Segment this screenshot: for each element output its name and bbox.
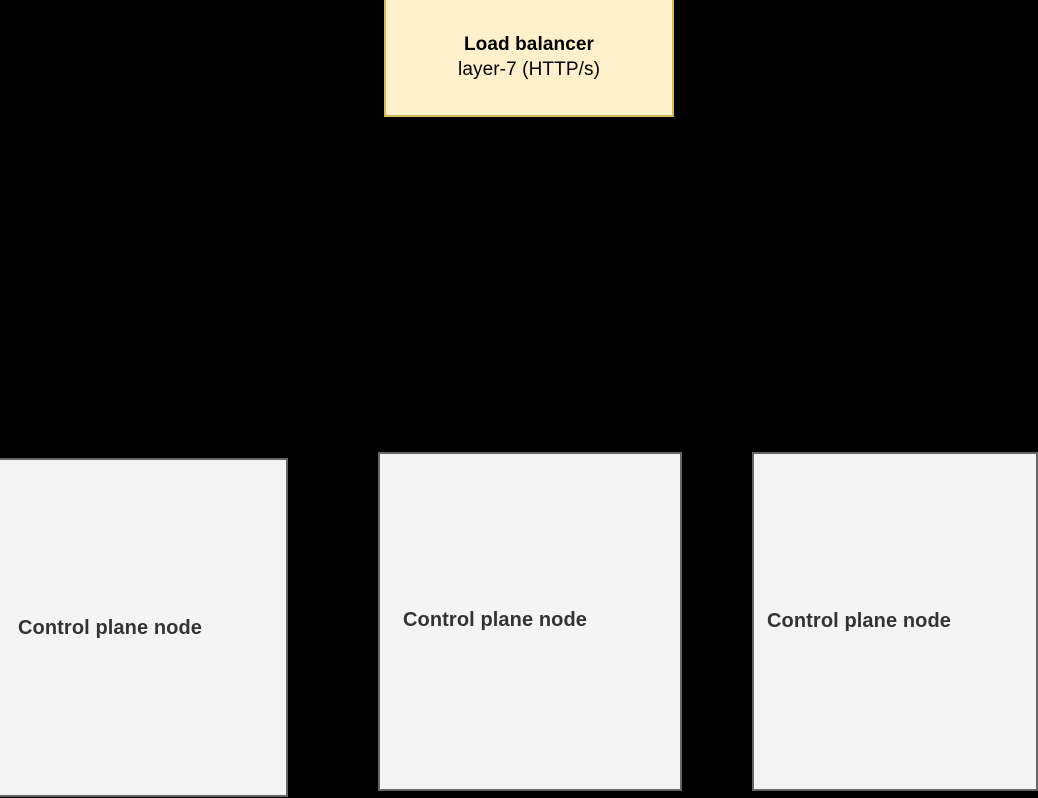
control-plane-node-3-label: Control plane node bbox=[767, 609, 952, 632]
control-plane-node-1-label: Control plane node bbox=[18, 616, 203, 639]
control-plane-node-2[interactable]: Control plane node bbox=[378, 452, 682, 791]
control-plane-node-3[interactable]: Control plane node bbox=[752, 452, 1038, 791]
load-balancer-node[interactable]: Load balancer layer-7 (HTTP/s) bbox=[384, 0, 674, 117]
control-plane-node-1[interactable]: Control plane node bbox=[0, 458, 288, 797]
load-balancer-title: Load balancer bbox=[463, 34, 595, 56]
load-balancer-subtitle: layer-7 (HTTP/s) bbox=[458, 58, 600, 80]
control-plane-node-2-label: Control plane node bbox=[403, 609, 588, 631]
